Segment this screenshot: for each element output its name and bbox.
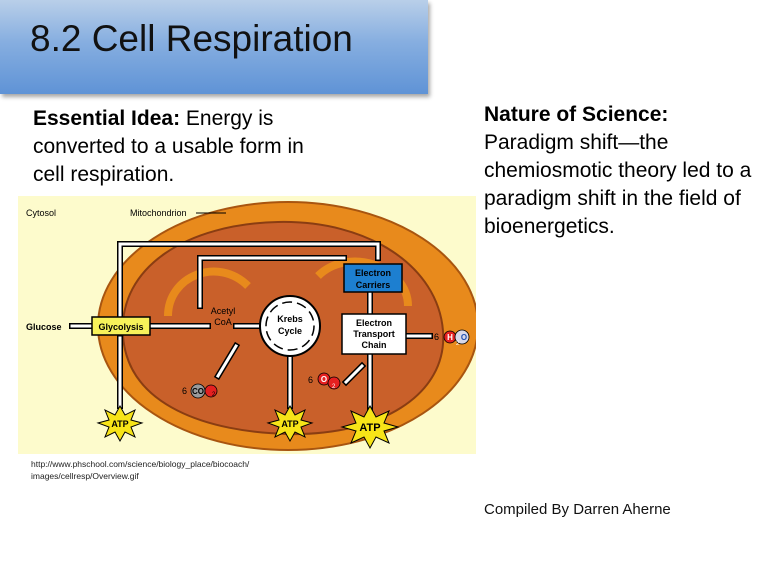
- atp-star-krebs: ATP: [266, 404, 314, 443]
- electron-carriers-line1: Electron: [355, 268, 391, 278]
- electron-carriers-box: [343, 263, 403, 293]
- atp-star-etc: ATP: [340, 404, 400, 450]
- nature-of-science-text: Paradigm shift—the chemiosmotic theory l…: [484, 131, 752, 238]
- essential-idea-label: Essential Idea:: [33, 107, 181, 130]
- co2-coefficient: 6: [182, 386, 187, 396]
- o2-sub: 2: [332, 384, 336, 390]
- h2o-sub: 2: [456, 341, 460, 347]
- slide-title: 8.2 Cell Respiration: [30, 18, 353, 59]
- atp-label-3: ATP: [359, 422, 380, 434]
- image-credit-url: http://www.phschool.com/science/biology_…: [31, 459, 250, 481]
- nature-of-science-label: Nature of Science:: [484, 103, 669, 126]
- h2o-o-atom: [454, 329, 470, 345]
- etc-line2: Transport: [353, 329, 395, 339]
- etc-line1: Electron: [356, 318, 392, 328]
- atp-star-glycolysis: ATP: [96, 404, 144, 443]
- essential-idea: Essential Idea: Energy is converted to a…: [33, 105, 323, 189]
- h2o-coefficient: 6: [434, 332, 439, 342]
- cytosol-label: Cytosol: [26, 208, 56, 218]
- cycle-label: Cycle: [278, 326, 302, 336]
- krebs-label: Krebs: [277, 314, 303, 324]
- krebs-cycle-circle: [259, 295, 321, 357]
- compiled-by: Compiled By Darren Aherne: [484, 501, 671, 518]
- krebs-cycle-ring: [265, 301, 315, 351]
- h2o-o-label: O: [461, 333, 467, 342]
- o2-coefficient: 6: [308, 375, 313, 385]
- coa-label: CoA: [214, 317, 232, 327]
- h2o-h-label: H: [447, 333, 453, 342]
- co2-c-label: CO: [192, 387, 204, 396]
- glucose-label: Glucose: [26, 322, 62, 332]
- electron-transport-chain-box: [341, 313, 407, 355]
- glycolysis-label: Glycolysis: [98, 322, 143, 332]
- co2-o-atom: [204, 384, 218, 398]
- cell-respiration-diagram: Cytosol Mitochondrion Krebs Cycle Glucos…: [18, 196, 476, 454]
- electron-carriers-line2: Carriers: [356, 280, 391, 290]
- etc-line3: Chain: [361, 340, 386, 350]
- co2-sub: 2: [212, 392, 216, 398]
- mitochondrion-label: Mitochondrion: [130, 208, 187, 218]
- acetyl-label: Acetyl: [211, 306, 236, 316]
- atp-label-1: ATP: [111, 419, 128, 429]
- o2-label: O: [321, 375, 327, 384]
- atp-label-2: ATP: [281, 419, 298, 429]
- glycolysis-box: [91, 316, 151, 336]
- nature-of-science: Nature of Science: Paradigm shift—the ch…: [484, 101, 759, 241]
- o2-atom-2: [327, 376, 341, 390]
- essential-idea-text: Energy is converted to a usable form in …: [33, 107, 304, 186]
- title-banner: 8.2 Cell Respiration: [0, 0, 428, 94]
